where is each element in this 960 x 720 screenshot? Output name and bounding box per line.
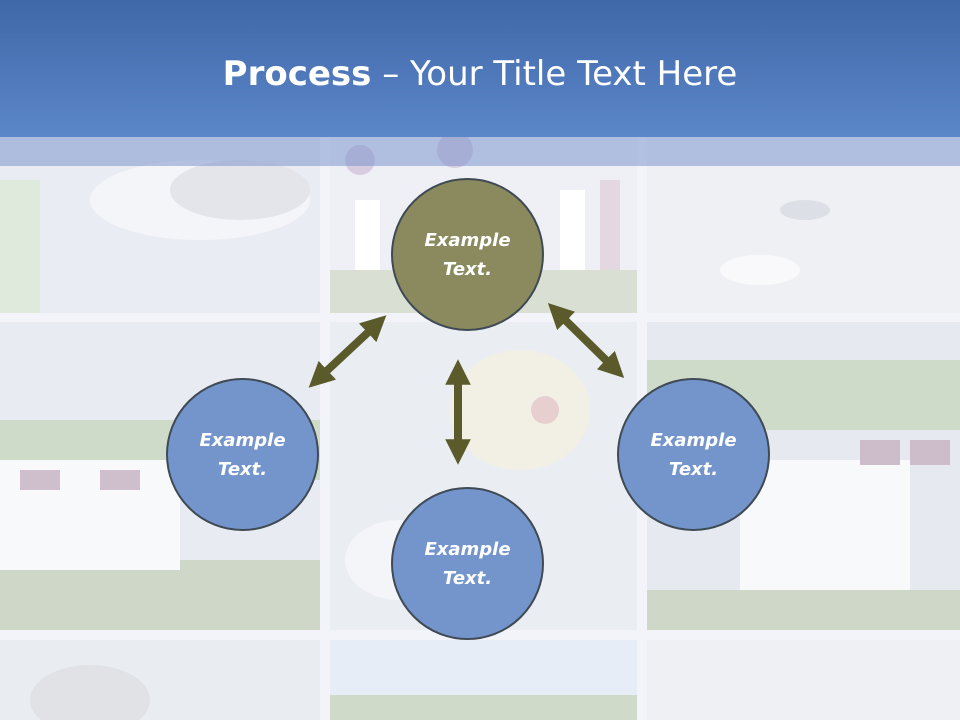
- process-node-left-line1: Example: [199, 429, 286, 451]
- slide-title-dash: –: [371, 54, 411, 94]
- process-node-left-line2: Text.: [217, 458, 268, 480]
- photo-tile-bottom-left: [0, 640, 320, 720]
- arrow-top-left: [308, 315, 387, 388]
- process-node-top[interactable]: Example Text.: [391, 178, 544, 331]
- process-node-bottom[interactable]: Example Text.: [391, 487, 544, 640]
- slide-title[interactable]: Process – Your Title Text Here: [0, 50, 960, 98]
- process-node-top-line2: Text.: [442, 258, 493, 280]
- arrow-top-right: [547, 303, 625, 378]
- process-node-right-line2: Text.: [668, 458, 719, 480]
- photo-tile-bottom-center: [330, 640, 637, 720]
- process-node-right[interactable]: Example Text.: [617, 378, 770, 531]
- photo-tile-bottom-right: [647, 640, 960, 720]
- process-node-bottom-line2: Text.: [442, 567, 493, 589]
- title-band: [0, 137, 960, 166]
- process-node-right-line1: Example: [650, 429, 737, 451]
- title-bar: [0, 0, 960, 137]
- process-node-top-line1: Example: [424, 229, 511, 251]
- process-node-left[interactable]: Example Text.: [166, 378, 319, 531]
- photo-tile-hands: [0, 137, 320, 313]
- slide-title-bold: Process: [222, 54, 372, 94]
- process-node-bottom-line1: Example: [424, 538, 511, 560]
- slide-title-rest: Your Title Text Here: [410, 54, 738, 94]
- photo-tile-shoes: [647, 137, 960, 313]
